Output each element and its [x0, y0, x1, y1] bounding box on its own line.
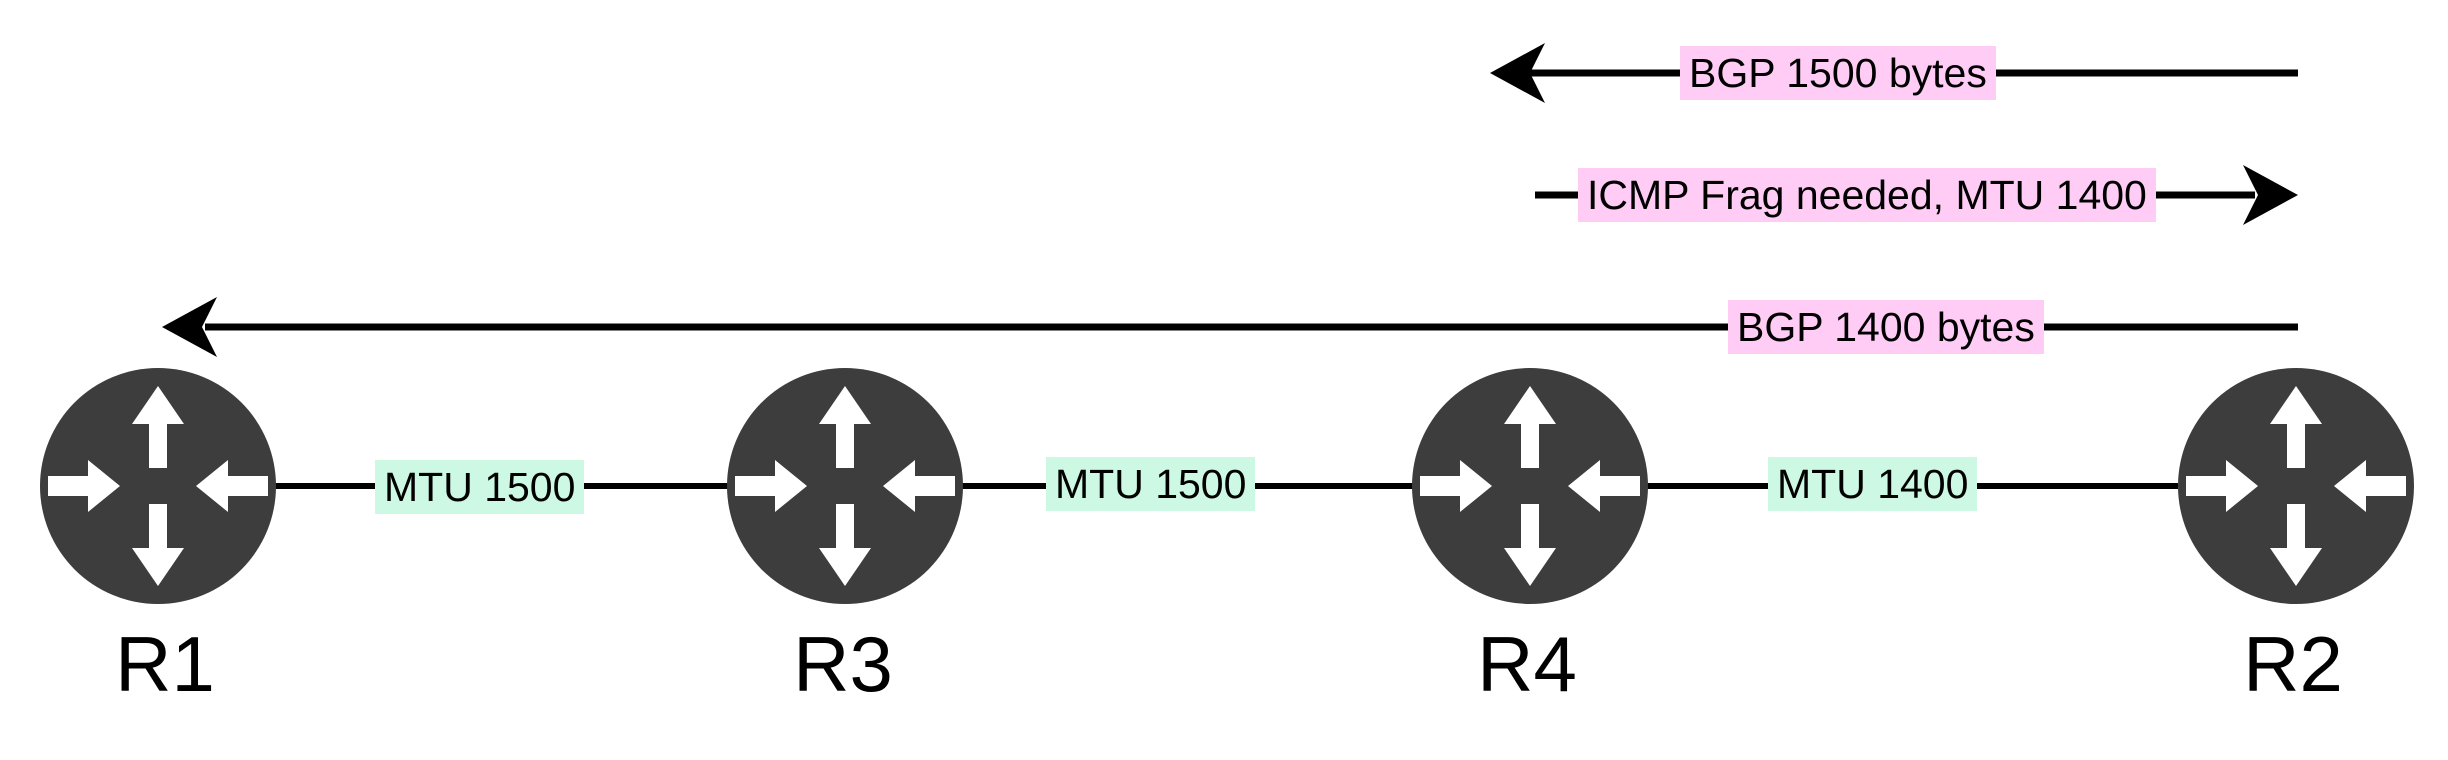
link-label-r4-r2: MTU 1400 [1768, 457, 1978, 511]
router-r3-icon [727, 368, 963, 604]
link-label-r1-r3: MTU 1500 [375, 460, 585, 514]
flow-label-bgp-1400: BGP 1400 bytes [1728, 300, 2044, 354]
link-label-r3-r4: MTU 1500 [1046, 457, 1256, 511]
node-label-r2: R2 [2243, 620, 2343, 708]
router-r4-icon [1412, 368, 1648, 604]
router-r2-icon [2178, 368, 2414, 604]
router-r1-icon [40, 368, 276, 604]
flow-label-icmp-frag: ICMP Frag needed, MTU 1400 [1578, 168, 2156, 222]
flow-label-bgp-1500: BGP 1500 bytes [1680, 46, 1996, 100]
node-label-r3: R3 [793, 620, 893, 708]
node-label-r4: R4 [1477, 620, 1577, 708]
node-label-r1: R1 [115, 620, 215, 708]
